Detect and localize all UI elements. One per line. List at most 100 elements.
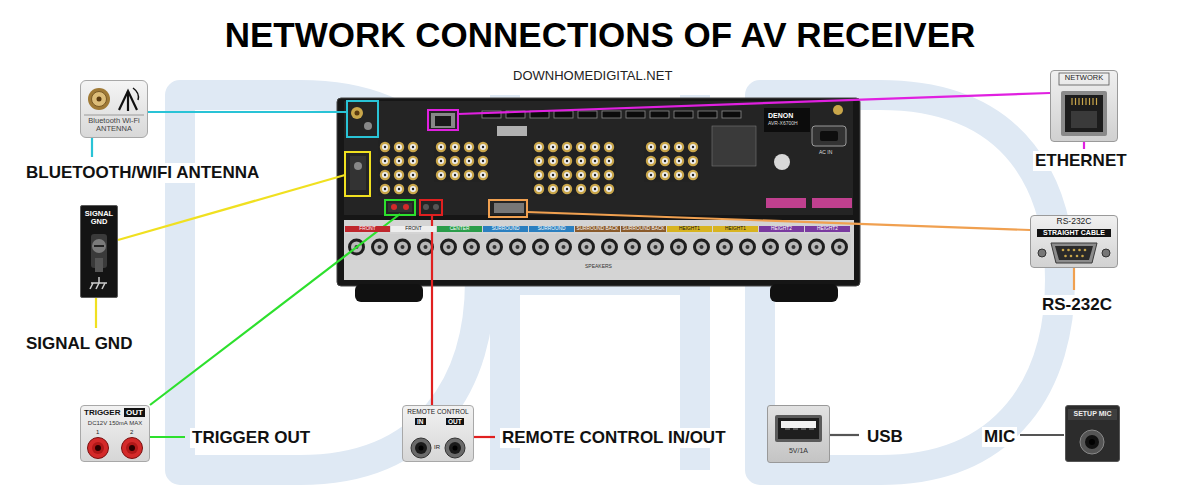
receiver-body: [497, 126, 527, 136]
speaker-terminal-label: FRONT: [345, 226, 390, 232]
icon-art: [92, 442, 104, 454]
icon-art: [92, 239, 106, 253]
icon-art: [133, 88, 138, 100]
icon-art: [126, 442, 138, 454]
port-label: REMOTE CONTROL: [404, 408, 472, 415]
leader-line: [830, 434, 859, 436]
icon-art: [449, 442, 461, 454]
icon-art: [1055, 246, 1093, 260]
icon-art: [785, 428, 814, 430]
port-label: STRAIGHT CABLE: [1037, 229, 1111, 237]
icon-caption: Bluetooth Wi-Fi ANTENNA: [82, 117, 146, 134]
serial-port-icon: RS-232CSTRAIGHT CABLERS-232C: [1030, 215, 1118, 268]
receiver-body: [350, 156, 366, 190]
receiver-body: [423, 204, 429, 210]
icon-art: [1071, 111, 1097, 128]
leader-line: [118, 175, 345, 240]
port-label: IN: [415, 418, 426, 425]
highlight-frame: [385, 200, 415, 215]
icon-art: [119, 91, 137, 110]
port-label: SETUP MIC: [1068, 410, 1117, 418]
receiver-body: [820, 131, 838, 141]
highlight-frame: [420, 200, 442, 215]
receiver-body: [812, 126, 846, 146]
icon-art: [453, 446, 458, 451]
receiver-body: [337, 98, 860, 302]
receiver-body: [344, 220, 854, 280]
leader-line: [458, 93, 1050, 114]
icon-art: [1081, 255, 1084, 258]
icon-art: [127, 91, 129, 111]
panel-label: AC IN: [819, 150, 832, 156]
icon-art: [1089, 98, 1090, 105]
leader-line: [95, 298, 97, 328]
port-label: SIGNAL GND: [82, 210, 116, 227]
receiver-body: [351, 107, 363, 119]
leader-line: [474, 436, 495, 438]
callout-heading: USB: [865, 427, 905, 447]
callout-heading: BLUETOOTH/WIFI ANTENNA: [24, 163, 261, 183]
receiver-body: [388, 203, 412, 212]
receiver-body: [431, 113, 455, 128]
icon-art: [1072, 98, 1097, 105]
receiver-body: [812, 198, 852, 208]
leader-line: [92, 93, 1084, 437]
icon-art: [95, 258, 103, 272]
receiver-body: [435, 116, 451, 126]
icon-art: [1102, 249, 1110, 257]
icon-art: [1080, 430, 1104, 454]
icon-art: [1059, 73, 1109, 85]
icon-art: [90, 277, 107, 289]
leader-line: [1083, 142, 1085, 149]
icon-art: [94, 245, 104, 247]
jack-number: 2: [130, 429, 133, 436]
receiver-body: [344, 101, 853, 215]
port-rating: DC12V 150mA MAX: [82, 420, 148, 427]
brand-label: DENON: [768, 112, 793, 120]
usb-port-icon: 5V/1AUSB: [767, 405, 830, 463]
icon-art: [1076, 255, 1079, 258]
icon-art: [1084, 249, 1087, 252]
icon-art: [1082, 98, 1083, 105]
speaker-terminal-label: SURROUND BACK: [575, 226, 620, 232]
icon-art: [781, 421, 816, 428]
receiver-body: [355, 284, 423, 302]
port-rating: 5V/1A: [770, 447, 827, 455]
callout-heading: REMOTE CONTROL IN/OUT: [500, 428, 728, 448]
leader-line: [91, 138, 93, 157]
callout-heading: ETHERNET: [1033, 151, 1129, 171]
site-label: DOWNHOMEDIGITAL.NET: [511, 69, 674, 84]
receiver-body: [480, 108, 744, 120]
speaker-terminal-label: FRONT: [391, 226, 436, 232]
speaker-terminal-label: HEIGHT1: [667, 226, 712, 232]
icon-art: [102, 283, 105, 289]
icon-art: [1062, 249, 1087, 258]
receiver-body: [378, 140, 420, 196]
receiver-body: [403, 204, 409, 210]
icon-art: [122, 438, 143, 459]
trigger-jack-icon: TRIGGEROUTDC12V 150mA MAX12TRIGGER OUT: [80, 405, 150, 462]
icon-art: [1092, 98, 1093, 105]
icon-art: [1038, 249, 1046, 257]
port-label: OUT: [446, 418, 464, 425]
icon-art: [1096, 98, 1097, 105]
speaker-terminal-label: HEIGHT2: [805, 226, 850, 232]
receiver-body: [494, 203, 524, 213]
leader-line: [431, 214, 433, 405]
speaker-terminal-label: HEIGHT1: [713, 226, 758, 232]
receiver-body: [364, 122, 372, 130]
jack-number: 1: [96, 429, 99, 436]
icon-art: [1075, 98, 1076, 105]
ethernet-icon: NETWORKETHERNET: [1050, 70, 1118, 142]
icon-art: [778, 418, 819, 439]
diagram-title: NETWORK CONNECTIONS OF AV RECEIVER: [0, 16, 1200, 55]
icon-art: [1085, 98, 1086, 105]
icon-art: [95, 445, 101, 451]
icon-art: [809, 428, 814, 430]
callout-heading: SIGNAL GND: [24, 334, 134, 354]
icon-art: [1064, 255, 1067, 258]
receiver-body: [433, 204, 439, 210]
icon-art: [129, 445, 135, 451]
receiver-body: [337, 98, 860, 286]
